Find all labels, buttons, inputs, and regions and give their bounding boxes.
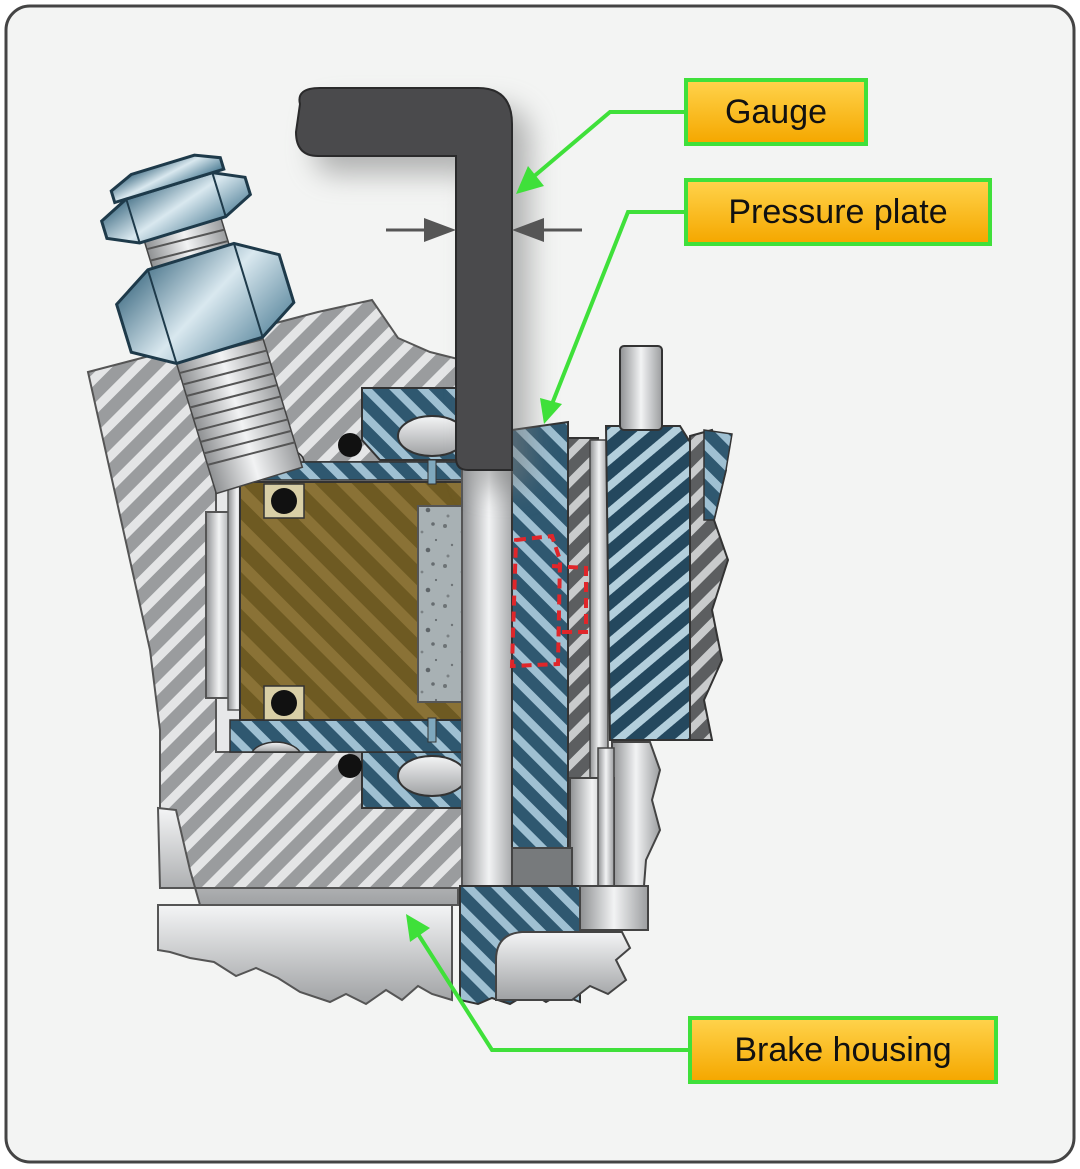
arrow-pair-icon [386, 218, 582, 242]
o-ring-icon [271, 488, 297, 514]
pressure-plate-label: Pressure plate [684, 178, 992, 246]
brake-housing-label: Brake housing [688, 1016, 998, 1084]
wear-indicator-outline [509, 533, 588, 669]
gauge-tool [294, 87, 530, 488]
pressure-plate-stack [511, 345, 733, 887]
leader-lines [406, 110, 690, 1052]
gauge-leader-line [530, 110, 686, 180]
mounting-flange [459, 885, 649, 1006]
gauge-label: Gauge [684, 78, 868, 146]
hex-fitting-icon [99, 153, 304, 495]
retainer-seal [229, 387, 479, 809]
brake-housing-leader-line [416, 932, 690, 1052]
pressure-plate-leader-line [550, 210, 686, 405]
piston-shim [461, 447, 517, 889]
o-ring-icon [271, 690, 297, 716]
